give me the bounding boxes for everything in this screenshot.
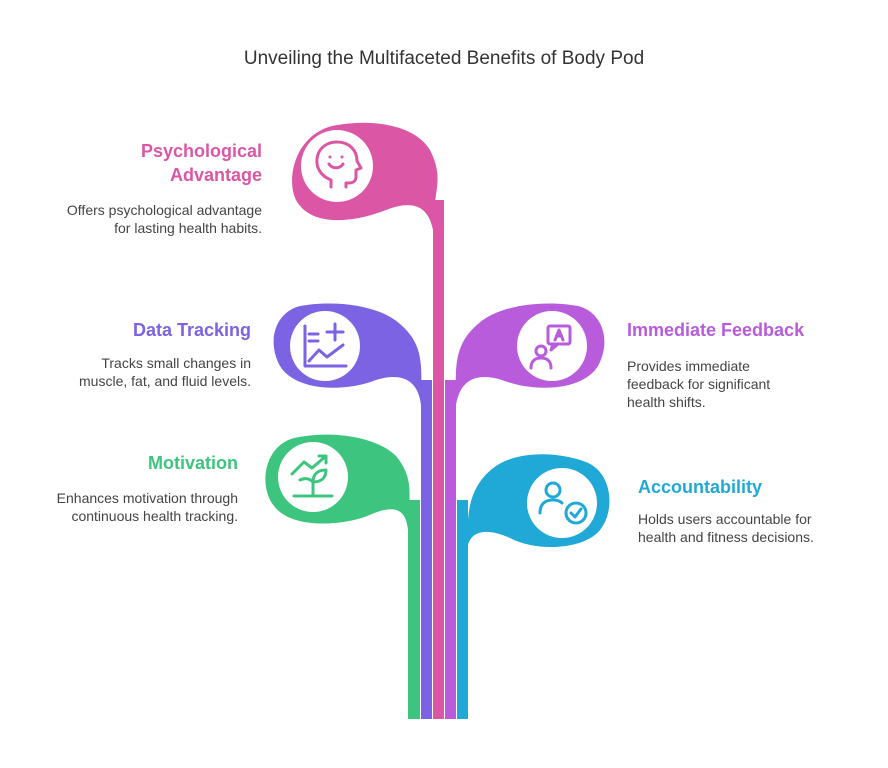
psychological-advantage-heading: Psychological Advantage xyxy=(140,141,262,185)
page-title: Unveiling the Multifaceted Benefits of B… xyxy=(243,48,645,69)
leaf-data-tracking xyxy=(273,303,422,405)
stem-immediate-feedback xyxy=(445,380,456,719)
chart-plus-icon xyxy=(303,322,348,368)
leaf-motivation xyxy=(265,434,410,530)
leaf-accountability xyxy=(467,454,610,548)
motivation-heading: Motivation xyxy=(148,453,238,473)
stem-accountability xyxy=(457,500,468,719)
immediate-feedback-description: Provides immediate feedback for signific… xyxy=(627,358,771,410)
leaf-immediate-feedback xyxy=(455,303,605,405)
user-check-icon xyxy=(538,481,588,525)
data-tracking-heading: Data Tracking xyxy=(132,320,251,340)
data-tracking-description: Tracks small changes in muscle, fat, and… xyxy=(79,355,251,389)
stem-data-tracking xyxy=(421,380,432,719)
accountability-description: Holds users accountable for health and f… xyxy=(638,511,814,545)
motivation-description: Enhances motivation through continuous h… xyxy=(56,490,238,524)
stem-psychological xyxy=(433,200,444,719)
psychological-advantage-description: Offers psychological advantage for lasti… xyxy=(66,202,262,236)
leaf-psychological xyxy=(292,122,438,230)
accountability-heading: Accountability xyxy=(638,477,763,497)
growing-plant-icon xyxy=(290,454,334,498)
user-speech-bubble-icon xyxy=(529,324,572,370)
immediate-feedback-heading: Immediate Feedback xyxy=(627,320,805,340)
stem-motivation xyxy=(408,500,420,719)
smiling-head-icon xyxy=(315,140,363,189)
